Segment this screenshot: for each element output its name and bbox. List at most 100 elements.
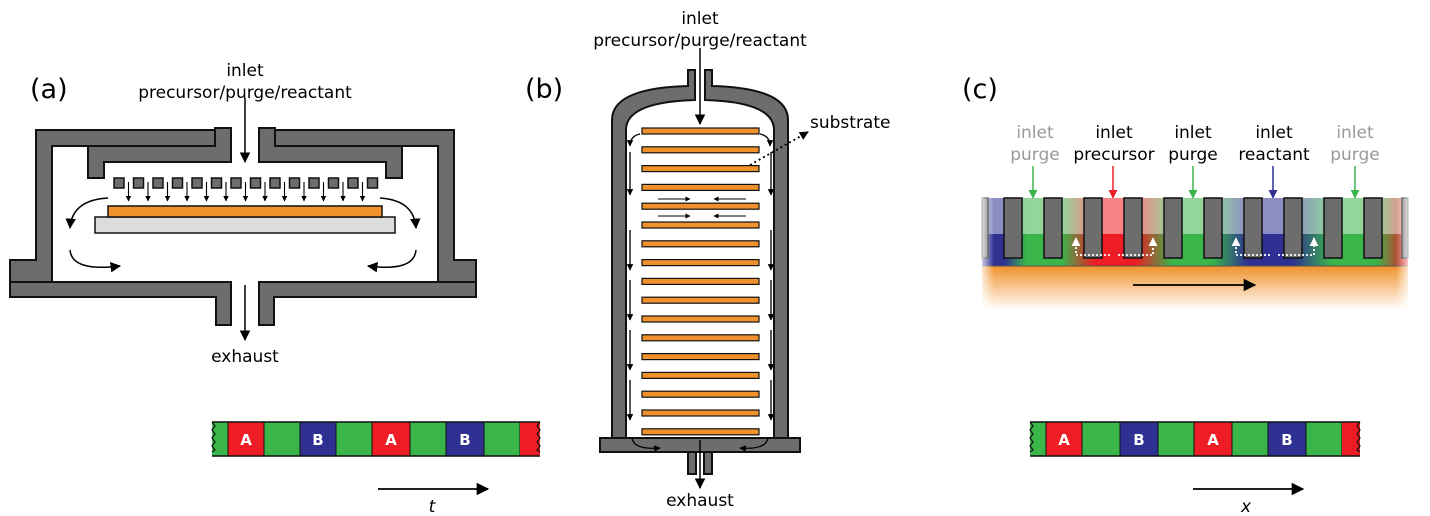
inlet-2-top: inlet (1095, 123, 1133, 143)
showerhead-nozzle (152, 177, 164, 189)
time-axis-label: t (429, 497, 437, 516)
showerhead-nozzle (269, 177, 281, 189)
inlet-4-top: inlet (1255, 123, 1293, 143)
injector-block (1003, 197, 1023, 259)
vessel-b-outlet-left (687, 451, 697, 475)
wafer (641, 165, 760, 173)
wafer (641, 315, 760, 323)
seq-a-seg-5 (371, 421, 411, 457)
panel-b: (b) inlet precursor/purge/reactant exhau… (525, 9, 890, 511)
flow-arrow-a-1 (65, 197, 109, 230)
showerhead-nozzle (113, 177, 125, 189)
wafer (641, 127, 760, 135)
inlet-4-bottom: reactant (1238, 145, 1310, 165)
wafer (641, 183, 760, 191)
panel-a: (a) inlet precursor/purge/reactant exhau… (9, 61, 541, 516)
inlet-3-bottom: purge (1168, 145, 1218, 165)
showerhead-nozzle (191, 177, 203, 189)
seq-a-label-1: A (240, 431, 252, 449)
seq-a-seg-6 (409, 421, 447, 457)
seq-a-seg-4 (335, 421, 373, 457)
injector-block (1043, 197, 1063, 259)
seq-c-label-4: B (1281, 431, 1292, 449)
position-axis-label: x (1240, 497, 1252, 516)
seq-a-label-4: B (459, 431, 470, 449)
showerhead-nozzle (210, 177, 223, 189)
seq-a-seg-2 (263, 421, 301, 457)
showerhead-nozzle (230, 177, 242, 189)
wafer (641, 221, 760, 229)
wafer (641, 334, 760, 342)
injector-block (1283, 197, 1303, 259)
wafer (641, 353, 760, 361)
wafer (641, 409, 760, 417)
inlet-1-bottom: purge (1010, 145, 1060, 165)
sequence-strip-c: A B A B (1029, 421, 1361, 457)
seq-a-start (212, 422, 228, 456)
wafer (641, 240, 760, 248)
injector-block (1083, 197, 1103, 259)
seq-a-seg-8 (483, 421, 521, 457)
showerhead-nozzle (327, 177, 340, 189)
seq-c-label-3: A (1207, 431, 1219, 449)
injector-block (1363, 197, 1383, 259)
reactor-a-base-right (258, 281, 477, 326)
wafer (641, 296, 760, 304)
flow-b-side-arrows (626, 152, 775, 421)
showerhead-nozzle (347, 177, 359, 189)
seq-a-label-3: A (385, 431, 397, 449)
showerhead-nozzle (288, 177, 301, 189)
seq-c-label-2: B (1133, 431, 1144, 449)
inlet-3-top: inlet (1174, 123, 1212, 143)
wafer (641, 390, 760, 398)
seq-a-label-2: B (312, 431, 323, 449)
substrate-holder-a (94, 216, 396, 234)
flow-b-top-right (759, 133, 774, 147)
wafer (641, 202, 760, 210)
panel-b-exhaust-label: exhaust (666, 491, 734, 511)
vessel-b-outlet-right (703, 451, 713, 475)
fade-right (1396, 190, 1412, 314)
seq-a-end (520, 422, 540, 456)
exhaust-flow-arrows (1071, 237, 1319, 256)
flow-arrow-a-2 (379, 197, 421, 230)
panel-b-inlet-label: inlet (681, 9, 719, 29)
wafer (641, 277, 760, 285)
injector-block (1203, 197, 1223, 259)
injector-block (1163, 197, 1183, 259)
showerhead (113, 177, 379, 202)
injector-block (1243, 197, 1263, 259)
showerhead-nozzle (171, 177, 184, 189)
showerhead-nozzle (308, 177, 320, 189)
flow-arrow-a-4 (366, 249, 417, 273)
inlet-1-top: inlet (1016, 123, 1054, 143)
panel-b-inlet-sub: precursor/purge/reactant (593, 31, 807, 51)
panel-c-label: (c) (962, 74, 998, 105)
seq-c-label-1: A (1058, 431, 1070, 449)
inlet-5-bottom: purge (1330, 145, 1380, 165)
inlet-5-top: inlet (1336, 123, 1374, 143)
sequence-strip-a: A B A B (211, 421, 541, 457)
panel-c: (c) inlet purge inlet precursor inlet pu… (962, 74, 1412, 516)
flow-b-bottom-right (739, 437, 769, 452)
inlet-2-bottom: precursor (1073, 145, 1154, 165)
showerhead-nozzle (366, 177, 379, 189)
reactor-a-base (9, 281, 232, 326)
substrate-a (107, 205, 383, 218)
wafer (641, 146, 760, 154)
substrate-label: substrate (810, 113, 890, 133)
injector-block (1323, 197, 1343, 259)
showerhead-nozzle (132, 177, 145, 189)
showerhead-nozzle (249, 177, 262, 189)
panel-a-inlet-label: inlet (226, 61, 264, 81)
reactor-a-housing-left (9, 129, 216, 283)
fade-left (978, 190, 994, 314)
wafer (641, 371, 760, 379)
wafer-stack (641, 127, 760, 436)
substrate-callout (749, 131, 809, 166)
inlet-labels-c: inlet purge inlet precursor inlet purge … (1010, 123, 1380, 165)
injector-block (1123, 197, 1143, 259)
moving-substrate (982, 266, 1408, 310)
panel-b-label: (b) (525, 74, 563, 105)
